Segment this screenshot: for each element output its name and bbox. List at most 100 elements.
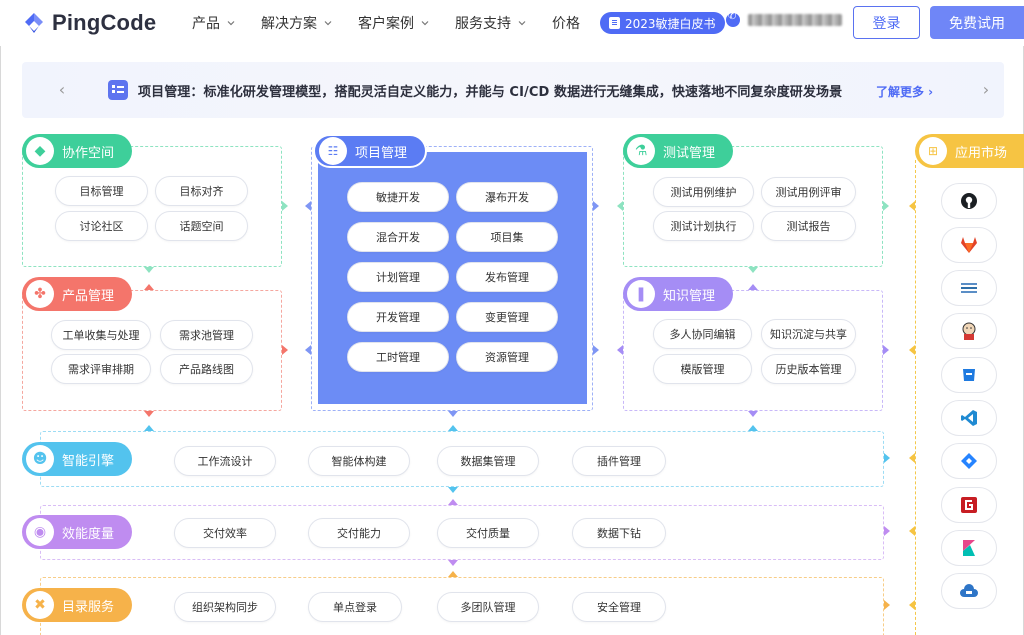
nav-products[interactable]: 产品 [192, 12, 235, 34]
chip-goal-alignment[interactable]: 目标对齐 [155, 176, 248, 206]
chevron-right-icon[interactable]: › [982, 80, 990, 99]
chip-waterfall[interactable]: 瀑布开发 [456, 182, 558, 212]
connector-arrow [448, 425, 458, 431]
chip-coedit[interactable]: 多人协同编辑 [653, 319, 752, 349]
chevron-down-icon [324, 21, 332, 26]
connector-arrow [909, 526, 915, 536]
chip-test-plan[interactable]: 测试计划执行 [653, 211, 754, 241]
chip-multi-team[interactable]: 多团队管理 [437, 592, 539, 622]
chip-plan[interactable]: 计划管理 [347, 262, 449, 292]
chevron-down-icon [227, 21, 235, 26]
module-title: 知识管理 [663, 288, 716, 304]
chip-template[interactable]: 模版管理 [653, 354, 752, 384]
connector-arrow [909, 345, 915, 355]
chip-org-sync[interactable]: 组织架构同步 [174, 592, 276, 622]
app-market-title[interactable]: ⊞ 应用市场 [915, 134, 1024, 168]
handshake-icon: ◆ [26, 137, 54, 165]
collab-space-box [22, 146, 282, 267]
azure-repos-icon [963, 369, 975, 381]
project-mgmt-title[interactable]: ☷ 项目管理 [313, 134, 428, 168]
kibana-icon [963, 540, 975, 556]
store-icon: ⊞ [919, 137, 947, 165]
chip-review[interactable]: 需求评审排期 [51, 354, 151, 384]
chip-resource[interactable]: 资源管理 [456, 342, 558, 372]
collab-space-title[interactable]: ◆ 协作空间 [22, 134, 133, 168]
chip-discussion[interactable]: 讨论社区 [55, 211, 148, 241]
app-azure[interactable] [941, 357, 997, 393]
app-github[interactable] [941, 183, 997, 219]
app-bitbucket[interactable] [941, 270, 997, 306]
app-cloud[interactable] [941, 573, 997, 609]
ai-engine-title[interactable]: ☻ 智能引擎 [22, 442, 133, 476]
chip-plugin[interactable]: 插件管理 [572, 446, 666, 476]
connector-arrow [593, 201, 599, 211]
nav-cases[interactable]: 客户案例 [358, 12, 429, 34]
connector-arrow [593, 345, 599, 355]
module-title: 应用市场 [955, 145, 1008, 161]
chip-release[interactable]: 发布管理 [456, 262, 558, 292]
chip-knowledge-share[interactable]: 知识沉淀与共享 [761, 319, 856, 349]
chip-test-report[interactable]: 测试报告 [761, 211, 856, 241]
app-vscode[interactable] [941, 400, 997, 436]
app-kibana[interactable] [941, 530, 997, 566]
chip-backlog[interactable]: 需求池管理 [160, 320, 253, 350]
top-navbar: PingCode 产品 解决方案 客户案例 服务支持 价格 2023敏捷白皮书 … [0, 0, 1024, 46]
module-title: 效能度量 [62, 526, 115, 542]
connector-arrow [909, 201, 915, 211]
connector-arrow [448, 499, 458, 505]
nav-support[interactable]: 服务支持 [455, 12, 526, 34]
login-button[interactable]: 登录 [853, 6, 920, 39]
app-gitlab[interactable] [941, 227, 997, 263]
nav-solutions[interactable]: 解决方案 [261, 12, 332, 34]
metrics-title[interactable]: ◉ 效能度量 [22, 515, 133, 549]
chip-drilldown[interactable]: 数据下钻 [572, 518, 666, 548]
chip-case-maintain[interactable]: 测试用例维护 [653, 177, 754, 207]
whitepaper-badge[interactable]: 2023敏捷白皮书 [600, 12, 725, 34]
grid-icon: ✤ [26, 280, 54, 308]
chip-program[interactable]: 项目集 [456, 222, 558, 252]
chevron-left-icon[interactable]: ‹ [58, 80, 66, 99]
chip-agent[interactable]: 智能体构建 [308, 446, 410, 476]
app-jira[interactable] [941, 443, 997, 479]
feature-banner: ‹ 项目管理：标准化研发管理模型，搭配灵活自定义能力，并能与 CI/CD 数据进… [22, 62, 1004, 118]
connector-arrow [448, 411, 458, 417]
github-icon [961, 193, 977, 209]
app-jenkins[interactable] [941, 313, 997, 349]
learn-more-link[interactable]: 了解更多 › [876, 85, 934, 99]
chip-quality[interactable]: 交付质量 [437, 518, 539, 548]
chip-timesheet[interactable]: 工时管理 [347, 342, 449, 372]
chip-hybrid[interactable]: 混合开发 [347, 222, 449, 252]
chip-ticket[interactable]: 工单收集与处理 [51, 320, 151, 350]
book-icon: ❚ [627, 280, 655, 308]
chevron-down-icon [421, 21, 429, 26]
chip-dev[interactable]: 开发管理 [347, 302, 449, 332]
chip-sso[interactable]: 单点登录 [308, 592, 402, 622]
banner-text: 项目管理：标准化研发管理模型，搭配灵活自定义能力，并能与 CI/CD 数据进行无… [138, 85, 843, 100]
chip-workflow[interactable]: 工作流设计 [174, 446, 276, 476]
connector-arrow [884, 600, 890, 610]
chip-goal-management[interactable]: 目标管理 [55, 176, 148, 206]
chip-agile[interactable]: 敏捷开发 [347, 182, 449, 212]
chip-efficiency[interactable]: 交付效率 [174, 518, 276, 548]
nav-pricing[interactable]: 价格 [552, 12, 580, 34]
chip-topics[interactable]: 话题空间 [155, 211, 248, 241]
chip-roadmap[interactable]: 产品路线图 [160, 354, 253, 384]
logo[interactable]: PingCode [22, 9, 156, 37]
chip-change[interactable]: 变更管理 [456, 302, 558, 332]
directory-title[interactable]: ✖ 目录服务 [22, 588, 133, 622]
chip-dataset[interactable]: 数据集管理 [437, 446, 539, 476]
app-gitee[interactable] [941, 487, 997, 523]
chip-security[interactable]: 安全管理 [572, 592, 666, 622]
cloud-icon [960, 584, 978, 597]
free-trial-button[interactable]: 免费试用 [930, 6, 1024, 39]
connector-arrow [748, 284, 758, 290]
knowledge-mgmt-title[interactable]: ❚ 知识管理 [623, 277, 734, 311]
product-mgmt-title[interactable]: ✤ 产品管理 [22, 277, 133, 311]
chip-case-review[interactable]: 测试用例评审 [761, 177, 856, 207]
connector-arrow [617, 345, 623, 355]
chip-capability[interactable]: 交付能力 [308, 518, 410, 548]
test-mgmt-title[interactable]: ⚗ 测试管理 [623, 134, 734, 168]
chip-history[interactable]: 历史版本管理 [761, 354, 856, 384]
connector-arrow [144, 284, 154, 290]
contact-phone[interactable] [726, 11, 842, 27]
